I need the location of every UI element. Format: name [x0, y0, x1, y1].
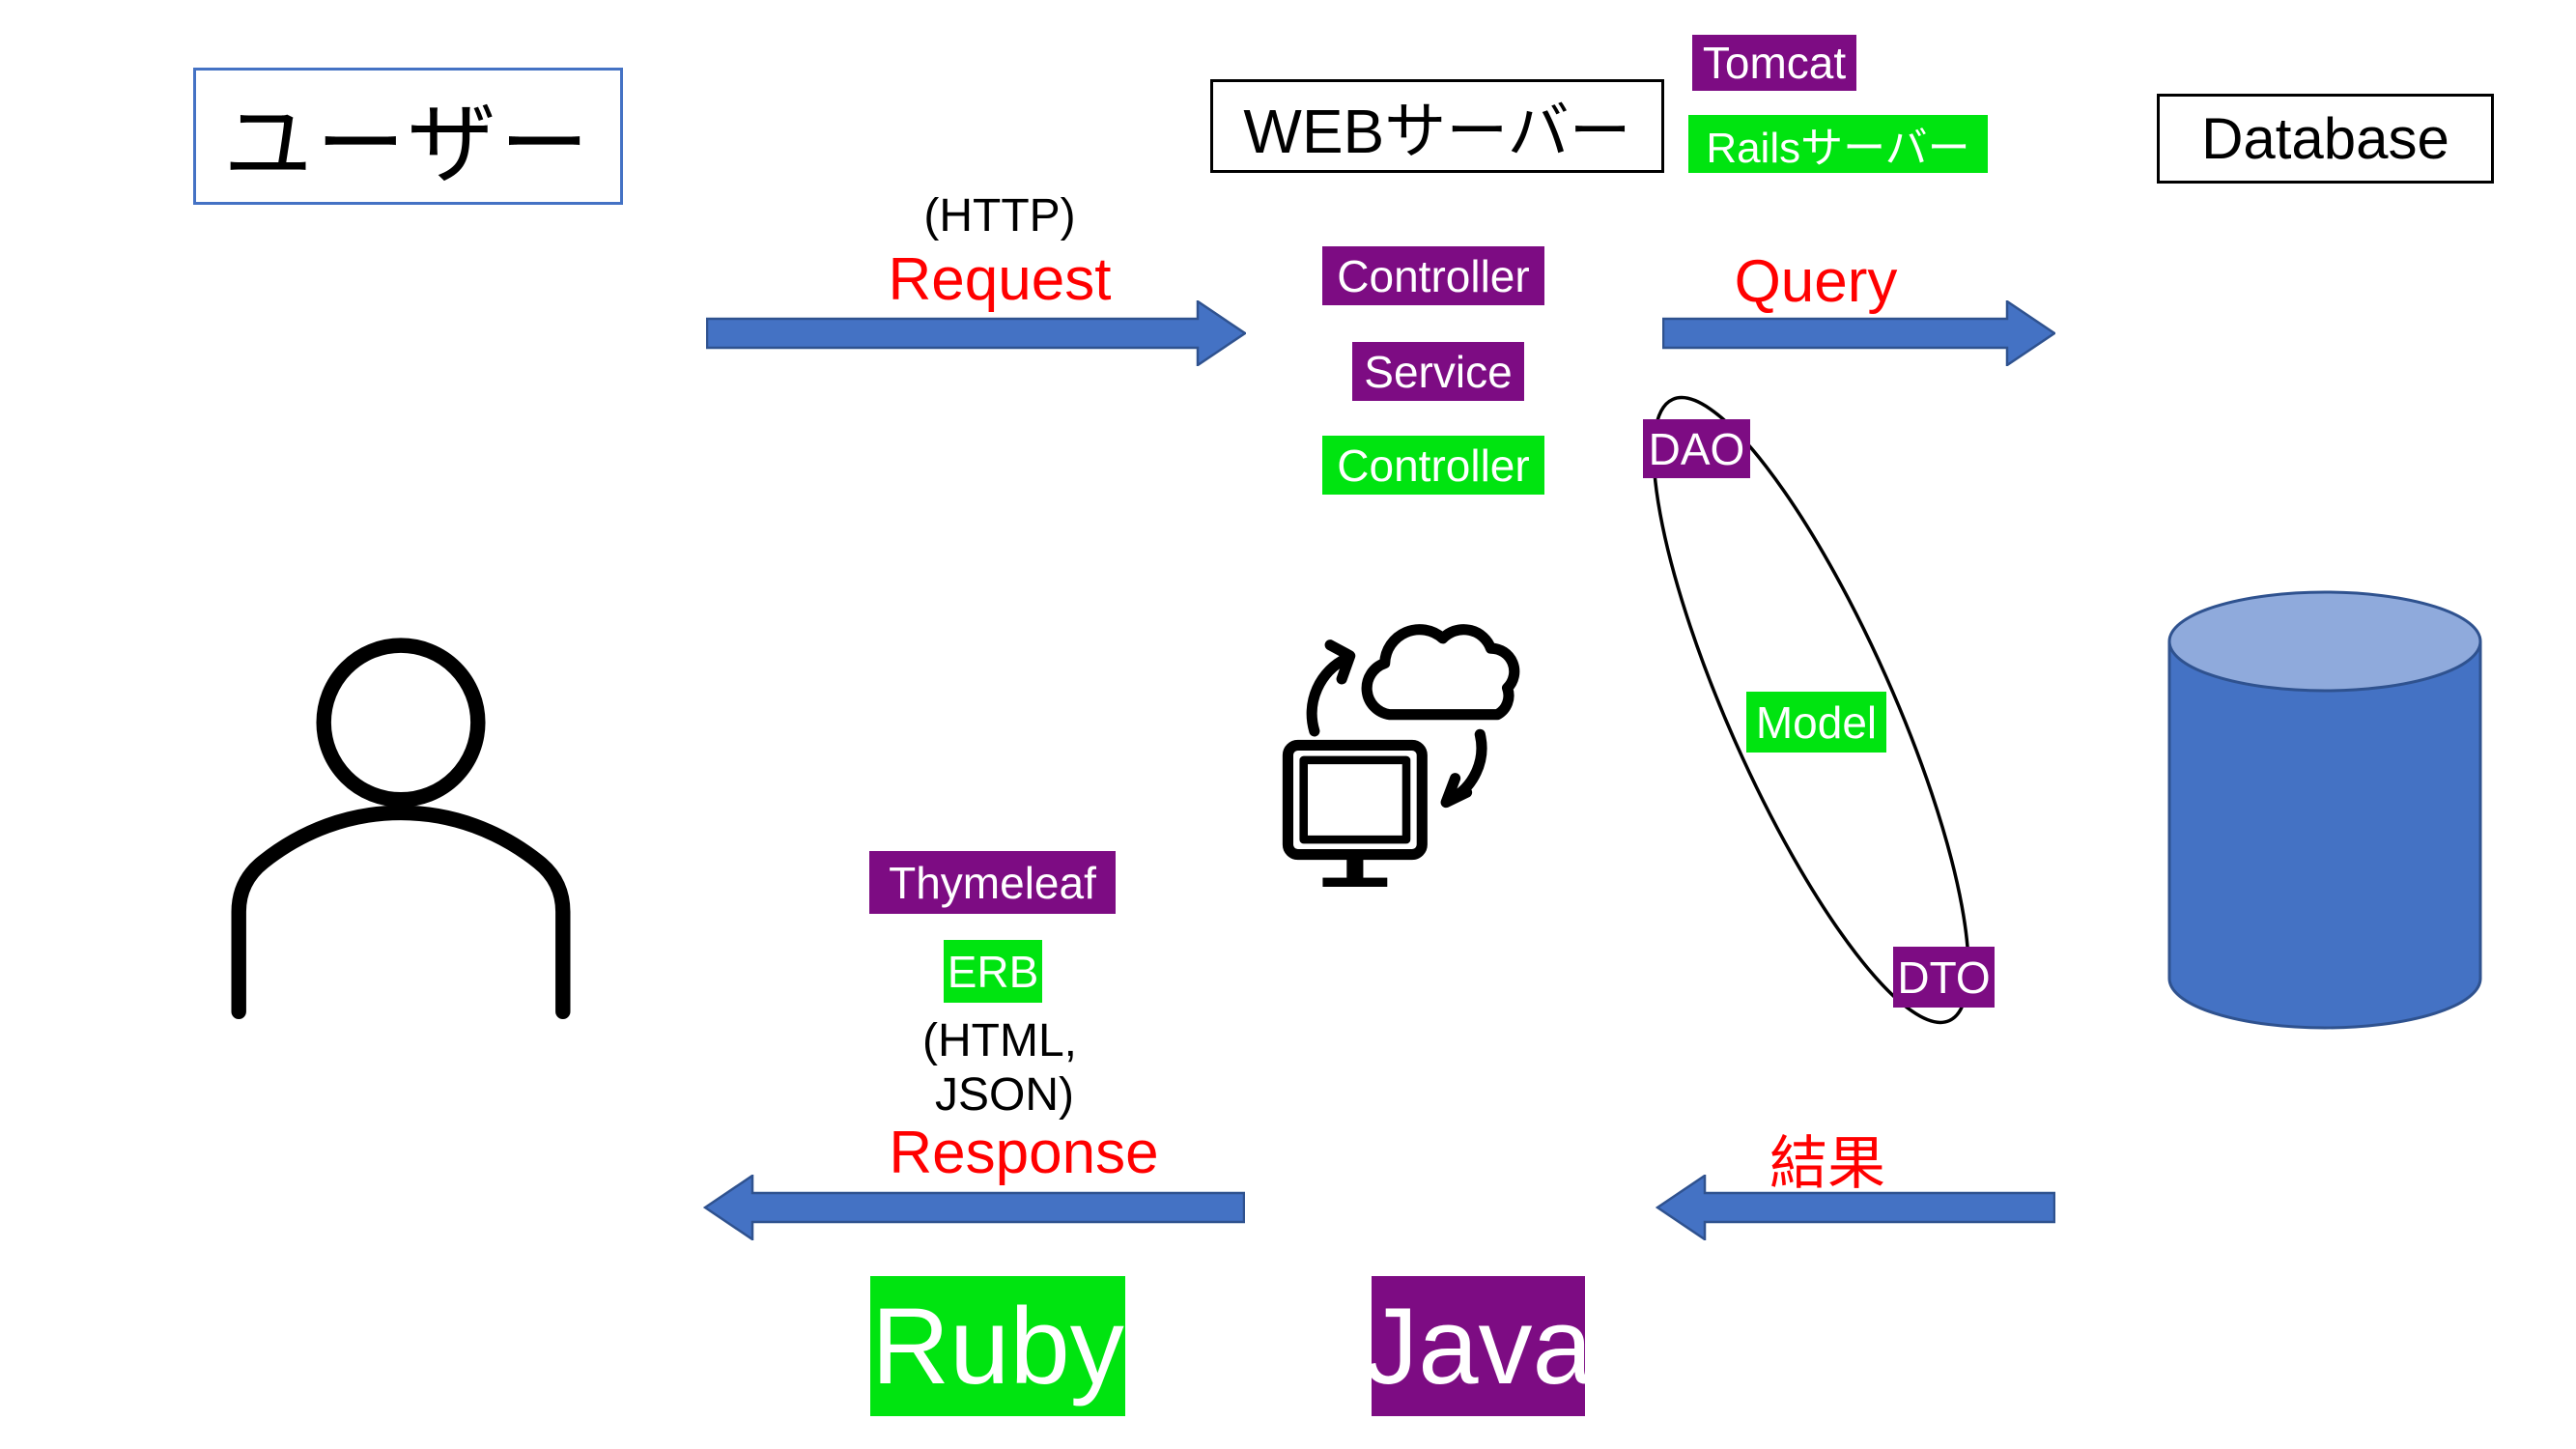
java-controller-label: Controller: [1337, 250, 1530, 301]
erb-label: ERB: [947, 946, 1039, 997]
database-cylinder-icon: [2167, 590, 2482, 1030]
dao-dto-loop-ellipse: [1652, 395, 1970, 1025]
dao-tag: DAO: [1643, 419, 1750, 478]
monitor-stand: [1346, 854, 1364, 880]
response-arrow: [703, 1175, 1245, 1240]
request-arrow: [706, 300, 1246, 366]
web-server-box: WEBサーバー: [1210, 79, 1664, 173]
database-box-label: Database: [2201, 106, 2449, 171]
response-format-line2: JSON): [935, 1069, 1074, 1121]
java-service-label: Service: [1364, 346, 1513, 397]
request-label: Request: [888, 246, 1112, 313]
user-box-label: ユーザー: [223, 95, 593, 194]
erb-tag: ERB: [944, 940, 1042, 1003]
cloud-sync-icon: [1282, 624, 1520, 887]
user-box: ユーザー: [193, 68, 623, 205]
response-label: Response: [889, 1120, 1159, 1186]
java-controller-tag: Controller: [1322, 246, 1544, 305]
rails-server-tag-label: Railsサーバー: [1706, 125, 1970, 172]
java-label: Java: [1364, 1286, 1593, 1406]
rails-server-tag: Railsサーバー: [1688, 115, 1988, 173]
model-tag: Model: [1746, 692, 1886, 753]
http-label: (HTTP): [923, 190, 1076, 242]
rails-controller-label: Controller: [1337, 440, 1530, 491]
user-icon: [231, 638, 571, 1019]
ruby-label: Ruby: [871, 1286, 1124, 1406]
database-box: Database: [2157, 94, 2494, 184]
web-server-box-label: WEBサーバー: [1243, 96, 1631, 166]
dto-label: DTO: [1897, 952, 1991, 1003]
monitor-base: [1322, 877, 1388, 887]
thymeleaf-label: Thymeleaf: [889, 857, 1096, 908]
result-arrow: [1656, 1175, 2055, 1240]
java-service-tag: Service: [1352, 342, 1524, 401]
query-label: Query: [1734, 248, 1898, 315]
dto-tag: DTO: [1893, 947, 1995, 1008]
rails-controller-tag: Controller: [1322, 436, 1544, 495]
dao-label: DAO: [1648, 423, 1745, 474]
ruby-tag: Ruby: [870, 1276, 1125, 1416]
java-tag: Java: [1364, 1276, 1593, 1416]
cloud-shape: [1361, 624, 1520, 721]
tomcat-tag-label: Tomcat: [1702, 38, 1847, 88]
result-label: 結果: [1769, 1131, 1885, 1196]
model-label: Model: [1755, 696, 1878, 748]
query-arrow: [1662, 300, 2055, 366]
response-format-line1: (HTML,: [922, 1015, 1077, 1066]
tomcat-tag: Tomcat: [1692, 35, 1856, 91]
thymeleaf-tag: Thymeleaf: [869, 851, 1116, 914]
